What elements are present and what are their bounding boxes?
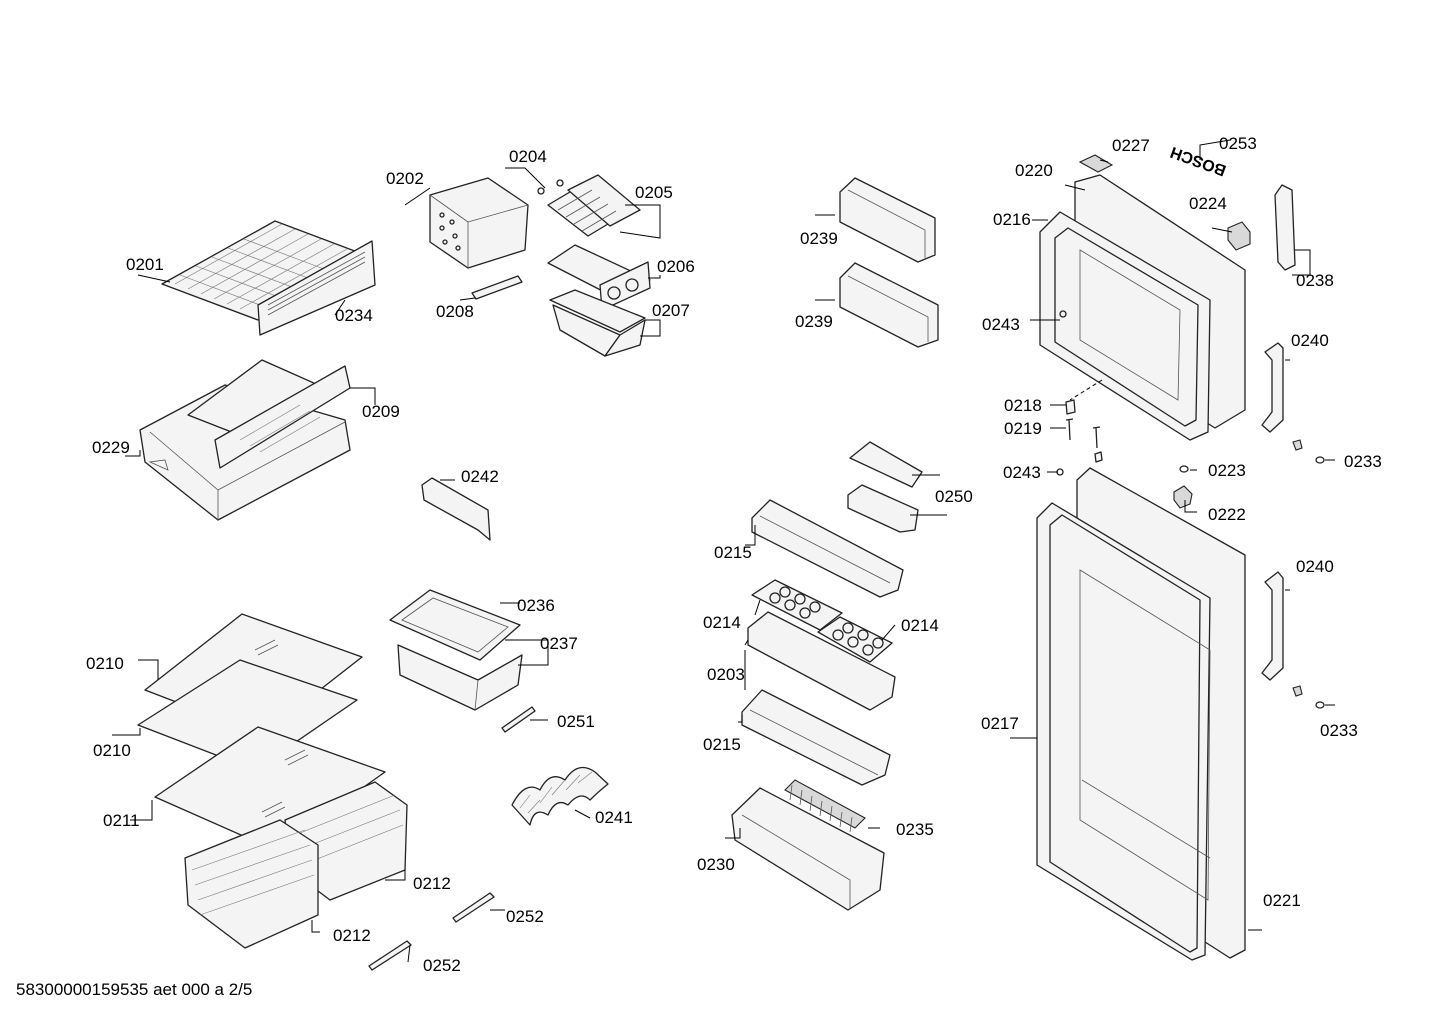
part-0239-door-bin-lower	[839, 262, 939, 348]
label-0240-lower: 0240	[1296, 557, 1334, 576]
part-0227-clip	[1078, 154, 1114, 173]
part-0235-bottle-retainer	[784, 779, 866, 833]
part-0218-bushing	[1065, 399, 1076, 415]
part-0219-screw	[1065, 418, 1074, 441]
label-0224: 0224	[1189, 194, 1227, 213]
part-0211-glass-shelf	[154, 726, 386, 851]
label-0206: 0206	[657, 257, 695, 276]
label-0218: 0218	[1004, 396, 1042, 415]
label-0235: 0235	[896, 820, 934, 839]
label-0202: 0202	[386, 169, 424, 188]
part-0238-handle-upper	[1274, 184, 1296, 271]
part-0206-ice-frame	[547, 244, 651, 311]
part-0205-ice-trays	[547, 174, 641, 237]
label-0252-upper: 0252	[506, 907, 544, 926]
part-0215-door-shelf-lower	[741, 689, 891, 786]
label-0212-upper: 0212	[413, 874, 451, 893]
label-0203: 0203	[707, 665, 745, 684]
label-0214-right: 0214	[901, 616, 939, 635]
label-0201: 0201	[126, 255, 164, 274]
part-0201-wire-shelf	[161, 220, 369, 321]
part-0237-box	[397, 644, 523, 711]
part-0202-ice-bracket	[429, 177, 529, 269]
part-0243-hinge-pin-upper	[1059, 310, 1067, 318]
label-0239-upper: 0239	[800, 229, 838, 248]
label-0207: 0207	[652, 301, 690, 320]
label-0208: 0208	[436, 302, 474, 321]
part-0250-butter-lid	[849, 441, 923, 488]
part-0223-washer	[1179, 465, 1189, 473]
label-0241: 0241	[595, 808, 633, 827]
part-0241-wave-insert	[511, 766, 609, 826]
part-0224-block	[1227, 221, 1251, 251]
part-0214-egg-tray-right	[817, 616, 893, 663]
label-0234: 0234	[335, 306, 373, 325]
label-0209: 0209	[362, 402, 400, 421]
label-0217: 0217	[981, 714, 1019, 733]
label-0238: 0238	[1296, 271, 1334, 290]
label-0210-upper: 0210	[86, 654, 124, 673]
label-0250: 0250	[935, 487, 973, 506]
label-0243-upper: 0243	[982, 315, 1020, 334]
label-0204: 0204	[509, 147, 547, 166]
label-0220: 0220	[1015, 161, 1053, 180]
part-0230-bottle-shelf	[731, 787, 885, 911]
label-0227: 0227	[1112, 136, 1150, 155]
label-0222: 0222	[1208, 505, 1246, 524]
label-0233-lower: 0233	[1320, 721, 1358, 740]
label-0211: 0211	[103, 811, 140, 830]
label-0233-upper: 0233	[1344, 452, 1382, 471]
label-0237: 0237	[540, 634, 578, 653]
part-0239-door-bin-upper	[839, 177, 936, 263]
part-0234-shelf-front-panel	[257, 240, 376, 336]
leader-lines	[112, 139, 1335, 963]
label-0251: 0251	[557, 712, 595, 731]
label-0215-lower: 0215	[703, 735, 741, 754]
part-0203-door-shelf	[747, 611, 896, 711]
part-0204-pins	[537, 179, 564, 195]
label-0230: 0230	[697, 855, 735, 874]
label-0252-lower: 0252	[423, 956, 461, 975]
part-0217-fridge-gasket	[1036, 502, 1211, 961]
label-0212-lower: 0212	[333, 926, 371, 945]
part-0251-rod	[501, 706, 536, 733]
part-0233-screw-upper	[1292, 439, 1325, 464]
label-0236: 0236	[517, 596, 555, 615]
label-0215-upper: 0215	[714, 543, 752, 562]
label-0253: 0253	[1219, 134, 1257, 153]
part-0208-strip	[471, 275, 523, 300]
part-0222-hinge	[1173, 485, 1193, 509]
part-0242-flap	[421, 477, 491, 541]
part-0250-butter-box	[847, 484, 919, 533]
part-0252-rod-lower	[368, 940, 412, 971]
label-0223: 0223	[1208, 461, 1246, 480]
label-0242: 0242	[461, 467, 499, 486]
label-0243-lower: 0243	[1003, 463, 1041, 482]
label-0221: 0221	[1263, 891, 1301, 910]
assembly-line-upper	[1069, 379, 1103, 401]
part-0207-ice-box	[549, 289, 646, 357]
part-0215-door-shelf-upper	[751, 499, 904, 598]
part-0214-egg-tray-left	[751, 579, 843, 631]
label-0214-left: 0214	[703, 613, 741, 632]
part-0212-crisper-drawer-left	[184, 819, 319, 949]
part-0233-screw-lower	[1292, 685, 1325, 709]
label-0240-upper: 0240	[1291, 331, 1329, 350]
part-0240-handle-lower	[1261, 571, 1284, 681]
part-0240-handle-upper	[1261, 342, 1284, 433]
part-0236-box-frame	[389, 589, 521, 661]
label-0229: 0229	[92, 438, 130, 457]
part-0216-freezer-gasket	[1039, 211, 1211, 441]
part-screw-center	[1092, 426, 1103, 463]
label-0210-lower: 0210	[93, 741, 131, 760]
label-0239-lower: 0239	[795, 312, 833, 331]
label-0205: 0205	[635, 183, 673, 202]
label-0216: 0216	[993, 210, 1031, 229]
label-0219: 0219	[1004, 419, 1042, 438]
document-id: 58300000159535 aet 000 a 2/5	[16, 980, 253, 999]
part-0252-rod-upper	[452, 892, 495, 923]
